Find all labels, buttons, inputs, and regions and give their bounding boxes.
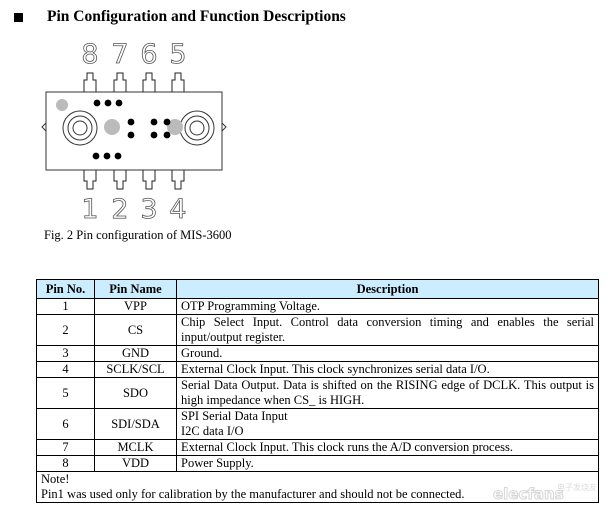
pin-lead-3 [142,170,156,190]
figure-caption: Fig. 2 Pin configuration of MIS-3600 [44,228,232,242]
mark-dot [56,99,68,111]
pin-lead-6 [142,72,156,92]
table-row: 8 VDD Power Supply. [36,455,599,472]
pin-description: External Clock Input. This clock synchro… [176,361,599,378]
table-row: 3 GND Ground. [36,345,599,362]
pin-label-5: 5 [169,39,186,70]
pin-function-table: Pin No. Pin Name Description 1 VPP OTP P… [36,279,599,503]
pin-label-1: 1 [81,194,98,225]
pin-name: SDO [94,377,177,409]
pin-label-8: 8 [81,39,98,70]
pin-number: 6 [36,408,95,440]
header-pin-no: Pin No. [36,279,95,299]
pin-name: MCLK [94,439,177,456]
table-row: 1 VPP OTP Programming Voltage. [36,298,599,315]
pin-description: External Clock Input. This clock runs th… [176,439,599,456]
pin-configuration-diagram: 8 7 6 5 [41,39,227,225]
watermark-logo: elecfans 电子发烧友 [493,482,598,504]
header-description: Description [176,279,599,299]
header-pin-name: Pin Name [94,279,177,299]
pin-number: 8 [36,455,95,472]
pin-name: SDI/SDA [94,408,177,440]
pin-number: 7 [36,439,95,456]
pin-lead-4 [171,170,185,190]
side-notch-left [41,122,47,132]
pin-description: Power Supply. [176,455,599,472]
note-row: Note! Pin1 was used only for calibration… [36,471,599,503]
pin-label-4: 4 [169,194,186,225]
mark-dot [104,119,120,135]
package-body [45,91,223,171]
section-heading: Pin Configuration and Function Descripti… [14,6,346,28]
pin-lead-2 [113,170,127,190]
pin-description: OTP Programming Voltage. [176,298,599,315]
pin-number: 3 [36,345,95,362]
table-row: 7 MCLK External Clock Input. This clock … [36,439,599,456]
description-line: SPI Serial Data Input [181,409,288,423]
table-row: 4 SCLK/SCL External Clock Input. This cl… [36,361,599,378]
section-title: Pin Configuration and Function Descripti… [47,8,346,25]
pin-name: CS [94,314,177,346]
pin-name: GND [94,345,177,362]
table-note: Note! Pin1 was used only for calibration… [36,471,599,503]
table-row: 2 CS Chip Select Input. Control data con… [36,314,599,346]
side-notch-right [221,122,227,132]
table-header-row: Pin No. Pin Name Description [36,279,599,299]
pin-name: VPP [94,298,177,315]
pin-lead-5 [171,72,185,92]
pin-description: SPI Serial Data Input I2C data I/O [176,408,599,440]
square-bullet-icon [14,12,23,22]
pin-number: 2 [36,314,95,346]
pin-description: Serial Data Output. Data is shifted on t… [176,377,599,409]
pin-description: Chip Select Input. Control data conversi… [176,314,599,346]
watermark-cn-text: 电子发烧友 [557,482,597,492]
watermark-text: elecfans [493,485,564,503]
pin-name: VDD [94,455,177,472]
pin-label-7: 7 [111,39,128,70]
pin-lead-8 [83,72,97,92]
pin-description: Ground. [176,345,599,362]
pin-label-6: 6 [140,39,157,70]
description-line: I2C data I/O [181,424,244,438]
table-row: 6 SDI/SDA SPI Serial Data Input I2C data… [36,408,599,440]
pin-number: 4 [36,361,95,378]
note-text: Pin1 was used only for calibration by th… [41,487,465,501]
pin-lead-1 [83,170,97,190]
left-sensor-port [62,110,98,146]
pin-name: SCLK/SCL [94,361,177,378]
pin-number: 1 [36,298,95,315]
note-label: Note! [41,472,70,486]
pin-number: 5 [36,377,95,409]
pin-label-2: 2 [111,194,128,225]
pin-label-3: 3 [140,194,157,225]
pin-lead-7 [113,72,127,92]
table-row: 5 SDO Serial Data Output. Data is shifte… [36,377,599,409]
mark-dot [167,119,183,135]
